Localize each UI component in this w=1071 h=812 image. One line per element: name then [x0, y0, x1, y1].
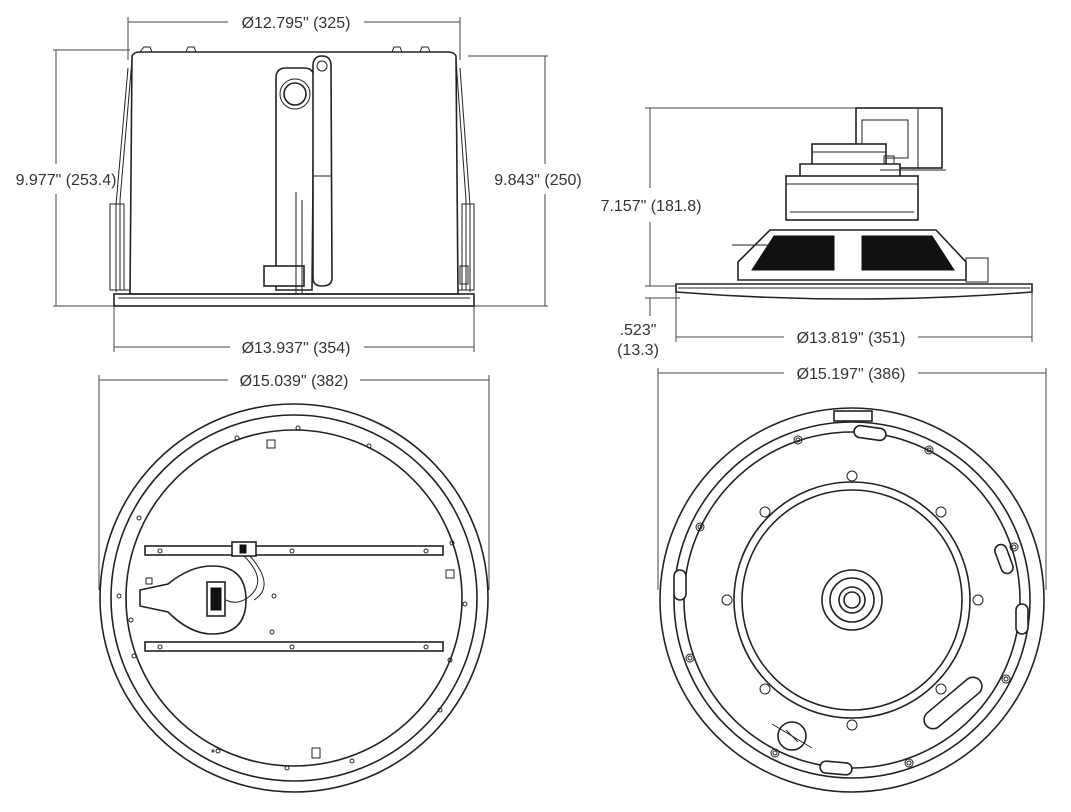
front-outer-ring: [659, 407, 1045, 793]
top-diameter-label: Ø12.795" (325): [242, 15, 351, 32]
back-can-body: [129, 51, 459, 295]
trim-thickness-in-label: .523": [620, 322, 657, 339]
outer-trim-ring: [99, 403, 489, 793]
bottom-right-diameter-label: Ø15.197" (386): [797, 366, 906, 383]
tweeter-ring: [821, 569, 883, 631]
back-can-side-view: Ø12.795" (325) 9.977" (253.4) 9.843" (25…: [16, 15, 582, 357]
right-height-label: 9.843" (250): [494, 172, 582, 189]
terminal-cup: [139, 565, 247, 635]
motor-housing: [785, 175, 919, 221]
trim-thickness-mm-label: (13.3): [617, 342, 659, 359]
bottom-left-diameter-label: Ø15.039" (382): [240, 373, 349, 390]
left-height-label: 9.977" (253.4): [16, 172, 117, 189]
speaker-front-view: Ø15.197" (386): [657, 366, 1047, 793]
base-plate: [113, 293, 475, 307]
back-plate-bottom-view: Ø15.039" (382): [98, 373, 490, 793]
speaker-side-view: 7.157" (181.8) .523" (13.3) Ø13.819" (35…: [601, 107, 1033, 359]
long-slot: [923, 676, 983, 730]
woofer-surround: [733, 481, 971, 719]
strain-relief-arm: [312, 55, 333, 287]
speaker-baffle: [675, 283, 1033, 300]
baffle-diameter-label: Ø13.819" (351): [797, 330, 906, 347]
top-tab: [833, 410, 873, 422]
base-diameter-label: Ø13.937" (354): [242, 340, 351, 357]
side-height-label: 7.157" (181.8): [601, 198, 702, 215]
